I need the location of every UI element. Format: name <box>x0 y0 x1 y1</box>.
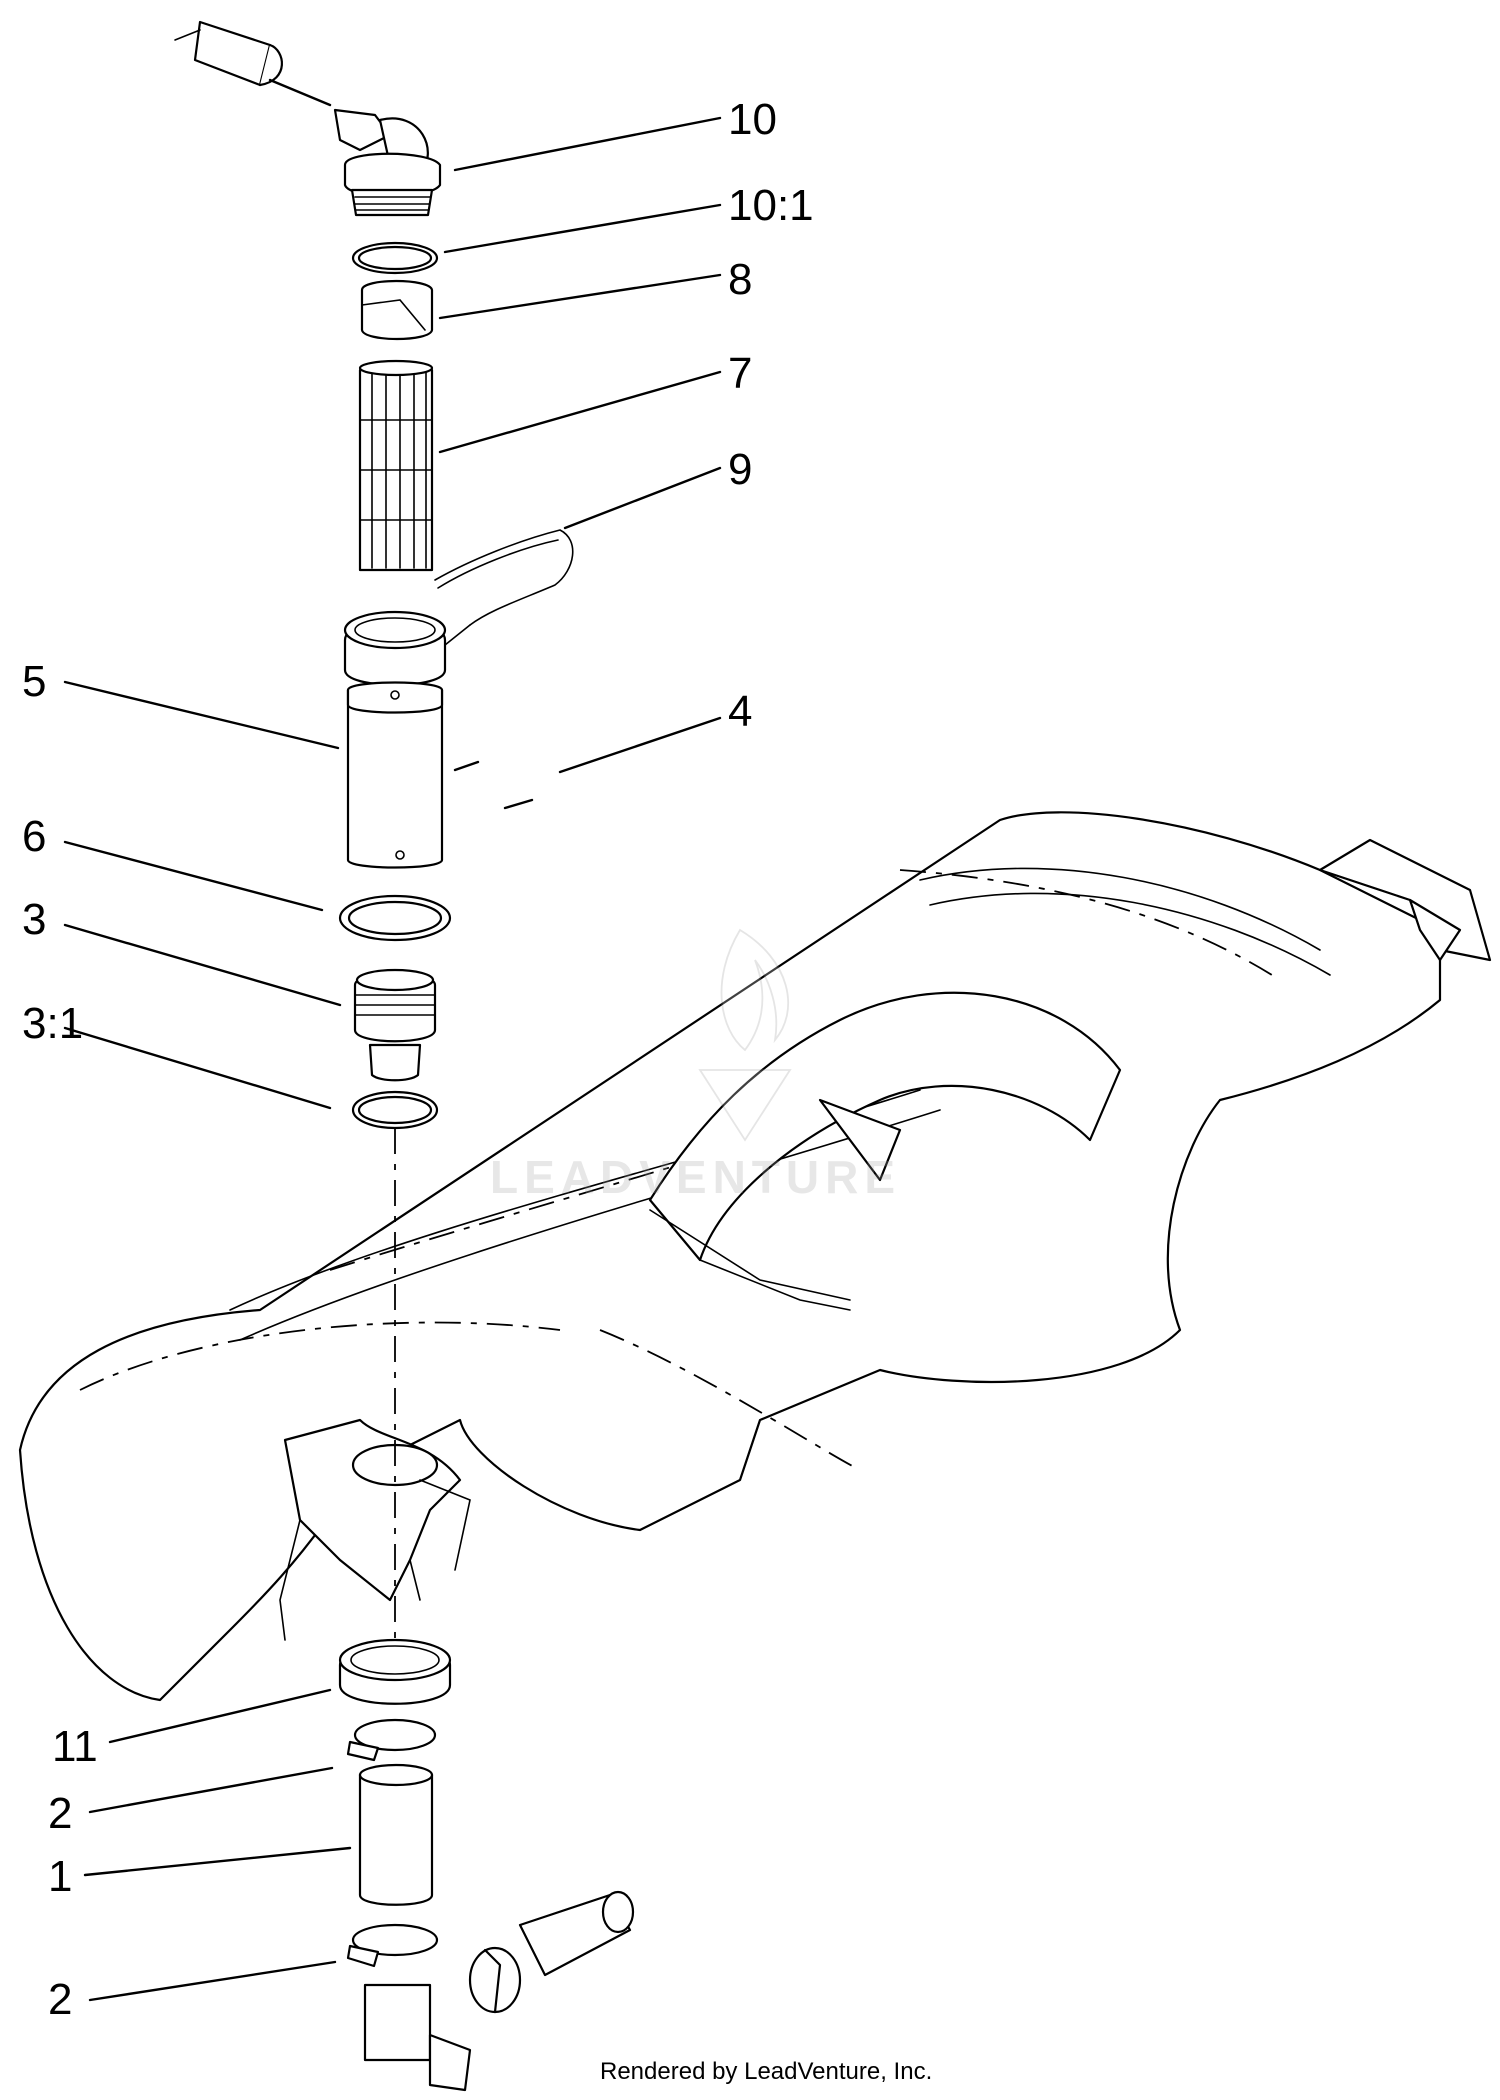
leader-2-upper <box>88 1766 334 1814</box>
part-10-elbow-cap <box>333 108 442 217</box>
leader-8 <box>438 273 722 320</box>
leader-11 <box>108 1688 332 1744</box>
part-1-hose <box>358 1763 434 1906</box>
callout-9: 9 <box>728 445 753 494</box>
leader-lines <box>63 116 722 2002</box>
callout-11: 11 <box>52 1722 98 1771</box>
leader-10-1 <box>443 203 722 254</box>
part-3-filler-neck <box>353 968 437 1082</box>
leader-6 <box>63 840 324 912</box>
part-6-gasket <box>338 894 452 942</box>
leader-4 <box>558 716 722 774</box>
leader-9 <box>563 466 722 530</box>
callout-3: 3 <box>22 895 47 944</box>
callout-2-lower: 2 <box>48 1975 73 2024</box>
callout-2-upper: 2 <box>48 1789 73 1838</box>
leader-1 <box>83 1846 352 1877</box>
callout-3-1: 3:1 <box>22 999 84 1048</box>
part-2-lower-hose-clamp <box>346 1923 439 1968</box>
top-hose <box>174 20 332 107</box>
tank-body <box>18 811 1492 1702</box>
callout-8: 8 <box>728 255 753 304</box>
leader-5 <box>63 680 340 750</box>
part-10-1-o-ring <box>351 241 439 275</box>
part-8-adapter <box>360 279 434 341</box>
callout-10: 10 <box>728 95 777 144</box>
callout-10-1: 10:1 <box>728 181 814 230</box>
callout-5: 5 <box>22 657 47 706</box>
leader-10 <box>453 116 722 172</box>
watermark: LEADVENTURE <box>490 1151 902 1203</box>
leadventure-logo <box>698 928 792 1142</box>
leader-3 <box>63 923 342 1007</box>
part-4-pins <box>453 760 534 810</box>
callout-4: 4 <box>728 687 753 736</box>
part-9-retaining-cable <box>434 529 574 646</box>
leader-7 <box>438 370 722 454</box>
part-2-upper-hose-clamp <box>346 1718 437 1762</box>
footer-credit: Rendered by LeadVenture, Inc. <box>600 2058 933 2085</box>
leader-3-1 <box>63 1026 332 1110</box>
bottom-fittings <box>363 1890 635 2092</box>
callout-1: 1 <box>48 1852 73 1901</box>
callout-7: 7 <box>728 349 753 398</box>
part-3-1-o-ring <box>351 1090 439 1130</box>
part-7-strainer-screen <box>358 359 434 572</box>
callout-6: 6 <box>22 812 47 861</box>
part-11-grommet <box>338 1638 452 1705</box>
part-5-filter-housing <box>343 610 447 869</box>
leader-2-lower <box>88 1960 337 2002</box>
